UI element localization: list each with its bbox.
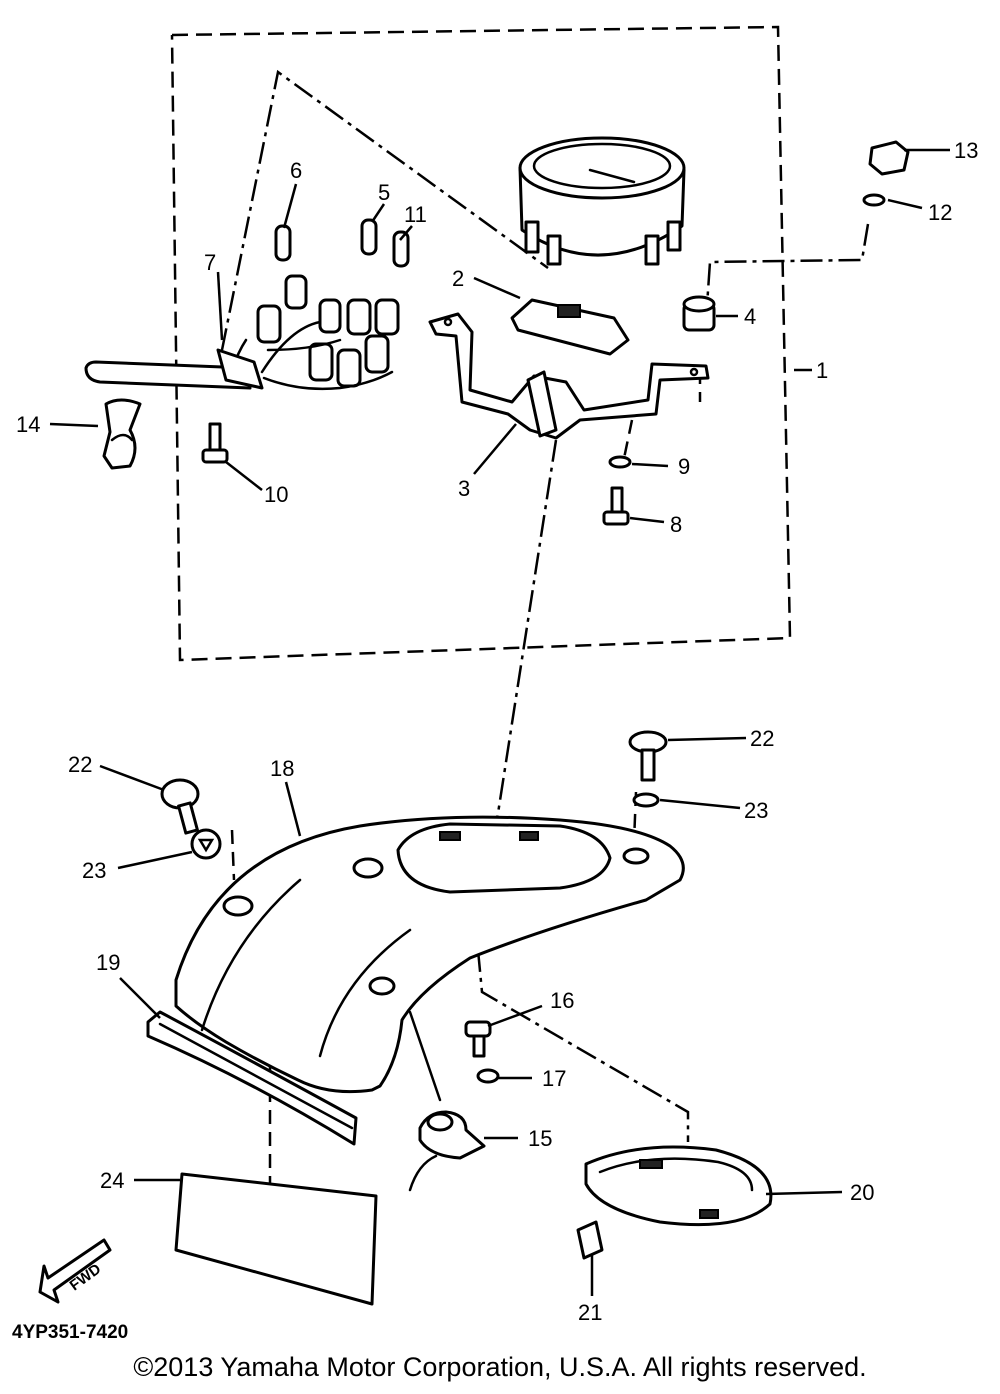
speedometer (518, 136, 686, 266)
callout-22-left: 22 (68, 752, 92, 777)
fwd-arrow: FWD (38, 1238, 112, 1304)
callout-9: 9 (678, 454, 690, 479)
callout-11: 11 (404, 202, 427, 227)
bolt-22-left (160, 778, 200, 835)
meter-cover (174, 815, 685, 1094)
callout-7: 7 (204, 250, 216, 275)
callout-21: 21 (578, 1300, 602, 1325)
callout-17: 17 (542, 1066, 566, 1091)
chain-line-nut (704, 223, 870, 321)
callout-23-left: 23 (82, 858, 106, 883)
bulb-6 (274, 224, 292, 262)
callout-3: 3 (458, 476, 470, 501)
callout-24: 24 (100, 1168, 124, 1193)
washer-17 (476, 1068, 500, 1084)
washer-9 (608, 455, 632, 469)
line-switch (408, 1010, 442, 1102)
callout-19: 19 (96, 950, 120, 975)
bulb-11 (392, 230, 410, 268)
trim-strip (146, 1010, 358, 1146)
dash-line-bolt-left (230, 829, 236, 881)
callout-16: 16 (550, 988, 574, 1013)
callout-15: 15 (528, 1126, 552, 1151)
bulb-5 (360, 218, 378, 256)
copyright-notice: ©2013 Yamaha Motor Corporation, U.S.A. A… (133, 1352, 867, 1382)
washer-23-right (632, 792, 660, 808)
callout-2: 2 (452, 266, 464, 291)
callout-10: 10 (264, 482, 288, 507)
callout-8: 8 (670, 512, 682, 537)
callout-1: 1 (816, 358, 828, 383)
diagram-code: 4YP351-7420 (12, 1322, 129, 1343)
callout-5: 5 (378, 180, 390, 205)
callout-14: 14 (16, 412, 40, 437)
switch-15 (408, 1110, 486, 1192)
dash-line-mount (620, 419, 634, 469)
chain-line-harness (220, 69, 549, 351)
socket-cord (84, 274, 400, 391)
callout-12: 12 (928, 200, 952, 225)
washer-23-left (190, 828, 222, 860)
callout-20: 20 (850, 1180, 874, 1205)
clip-21 (576, 1220, 604, 1260)
callout-22-right: 22 (750, 726, 774, 751)
ring-20 (584, 1145, 773, 1227)
label-24 (174, 1172, 378, 1306)
screw-16 (464, 1020, 492, 1058)
meter-bracket (428, 312, 710, 440)
screw-8 (602, 486, 630, 526)
chain-line-meter-cover (490, 439, 558, 853)
callouts: 1 2 3 4 5 6 7 8 9 10 11 12 13 14 15 16 1… (16, 138, 978, 1325)
nut-13 (868, 140, 910, 176)
callout-18: 18 (270, 756, 294, 781)
chain-line-ring (476, 949, 690, 1142)
callout-4: 4 (744, 304, 756, 329)
callout-13: 13 (954, 138, 978, 163)
screw-10 (201, 422, 229, 464)
grommet (682, 295, 716, 332)
callout-6: 6 (290, 158, 302, 183)
leader-lines (49, 148, 950, 1296)
callout-23-right: 23 (744, 798, 768, 823)
meter-cushion (510, 298, 630, 356)
washer-12 (862, 193, 886, 207)
clamp (102, 398, 142, 470)
bolt-22-right (628, 730, 668, 782)
